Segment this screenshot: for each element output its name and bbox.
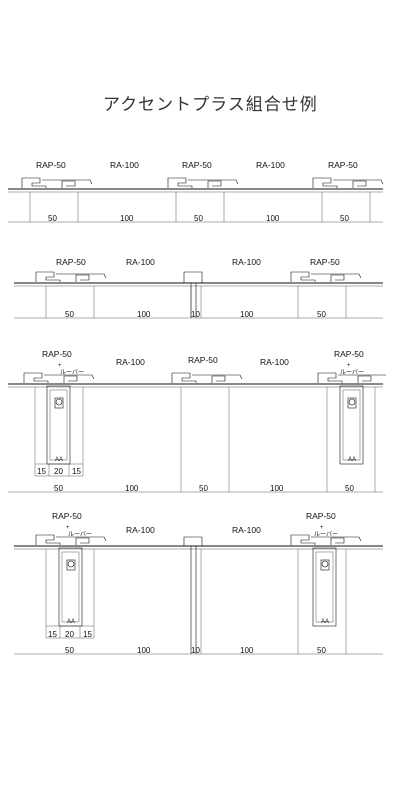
ex1-label-3: RAP-50 [182,160,212,170]
ex4-sub-dimension [45,549,95,639]
ex2-dim-2: 100 [137,310,151,319]
ex3-plus-2: + [347,363,351,369]
ex4-label-4: RAP-50 [306,511,336,521]
ex3-label-4: RA-100 [260,357,289,367]
ex4-subdim-1: 15 [48,630,57,639]
ex4-louver-section-1: AA [58,547,83,627]
ex4-plus-1: + [66,525,70,531]
ex2-label-1: RAP-50 [56,257,86,267]
ex1-profile-3 [312,177,384,188]
ex2-dim-1: 50 [65,310,74,319]
ex3-subdim-3: 15 [72,467,81,476]
ex3-label-2: RA-100 [116,357,145,367]
ex4-center-joint [183,536,203,654]
ex4-dim-4: 100 [240,646,254,655]
ex3-label-1: RAP-50 [42,349,72,359]
ex2-label-4: RAP-50 [310,257,340,267]
ex3-louver-section-2: AA [339,385,364,465]
ex4-dim-5: 50 [317,646,326,655]
ex3-label-5: RAP-50 [334,349,364,359]
ex1-profile-2 [167,177,239,188]
ex1-label-1: RAP-50 [36,160,66,170]
ex1-dim-2: 100 [120,214,134,223]
svg-text:AA: AA [55,457,63,463]
ex2-dim-3: 10 [191,310,200,319]
ex1-dim-5: 50 [340,214,349,223]
ex3-sub-dimension [34,387,84,477]
ex3-louver-1: ルーバー [60,369,84,376]
ex4-louver-section-2: AA [312,547,337,627]
ex3-profile-3 [317,372,386,383]
ex2-dim-5: 50 [317,310,326,319]
ex4-dimension-line [14,549,383,655]
ex3-label-3: RAP-50 [188,355,218,365]
ex1-dim-3: 50 [194,214,203,223]
ex2-dimension-line [14,286,383,319]
ex3-louver-section-1: AA [46,385,71,465]
ex1-label-2: RA-100 [110,160,139,170]
ex1-dim-4: 100 [266,214,280,223]
ex3-dim-4: 100 [270,484,284,493]
ex4-plus-2: + [320,525,324,531]
svg-text:AA: AA [67,619,75,625]
ex4-label-2: RA-100 [126,525,155,535]
ex4-subdim-2: 20 [65,630,74,639]
ex4-label-1: RAP-50 [52,511,82,521]
ex2-dim-4: 100 [240,310,254,319]
ex4-label-3: RA-100 [232,525,261,535]
ex1-label-4: RA-100 [256,160,285,170]
ex4-louver-1: ルーバー [68,531,92,538]
svg-text:AA: AA [321,619,329,625]
ex3-dim-2: 100 [125,484,139,493]
ex4-dim-3: 10 [191,646,200,655]
ex2-label-2: RA-100 [126,257,155,267]
ex4-louver-2: ルーバー [314,531,338,538]
example-3: RAP-50 + ルーバー RA-100 RAP-50 RA-100 RAP-5… [8,349,386,493]
ex2-profile-2 [290,271,362,282]
ex4-dim-2: 100 [137,646,151,655]
ex3-subdim-2: 20 [54,467,63,476]
ex4-subdim-3: 15 [83,630,92,639]
ex1-dim-1: 50 [48,214,57,223]
ex3-plus-1: + [58,363,62,369]
ex3-dim-3: 50 [199,484,208,493]
example-1: RAP-50 RA-100 RAP-50 RA-100 RAP-50 [8,160,384,223]
svg-text:AA: AA [348,457,356,463]
ex1-dimension-line [8,192,383,223]
ex4-profile-1 [35,534,107,545]
example-4: RAP-50 + ルーバー RA-100 RA-100 RAP-50 + ルーバ… [14,511,383,655]
ex1-label-5: RAP-50 [328,160,358,170]
ex2-profile-1 [35,271,107,282]
ex3-dim-5: 50 [345,484,354,493]
drawing-title: アクセントプラス組合せ例 [103,95,318,115]
ex4-dim-1: 50 [65,646,74,655]
ex3-dim-1: 50 [54,484,63,493]
ex3-louver-2: ルーバー [340,369,364,376]
example-2: RAP-50 RA-100 RA-100 RAP-50 5 [14,257,383,319]
ex3-profile-1 [23,372,95,383]
ex3-dimension-line [8,387,383,493]
ex1-profile-1 [21,177,93,188]
ex3-subdim-1: 15 [37,467,46,476]
ex3-profile-2 [171,372,243,383]
ex2-label-3: RA-100 [232,257,261,267]
ex4-profile-2 [290,534,362,545]
